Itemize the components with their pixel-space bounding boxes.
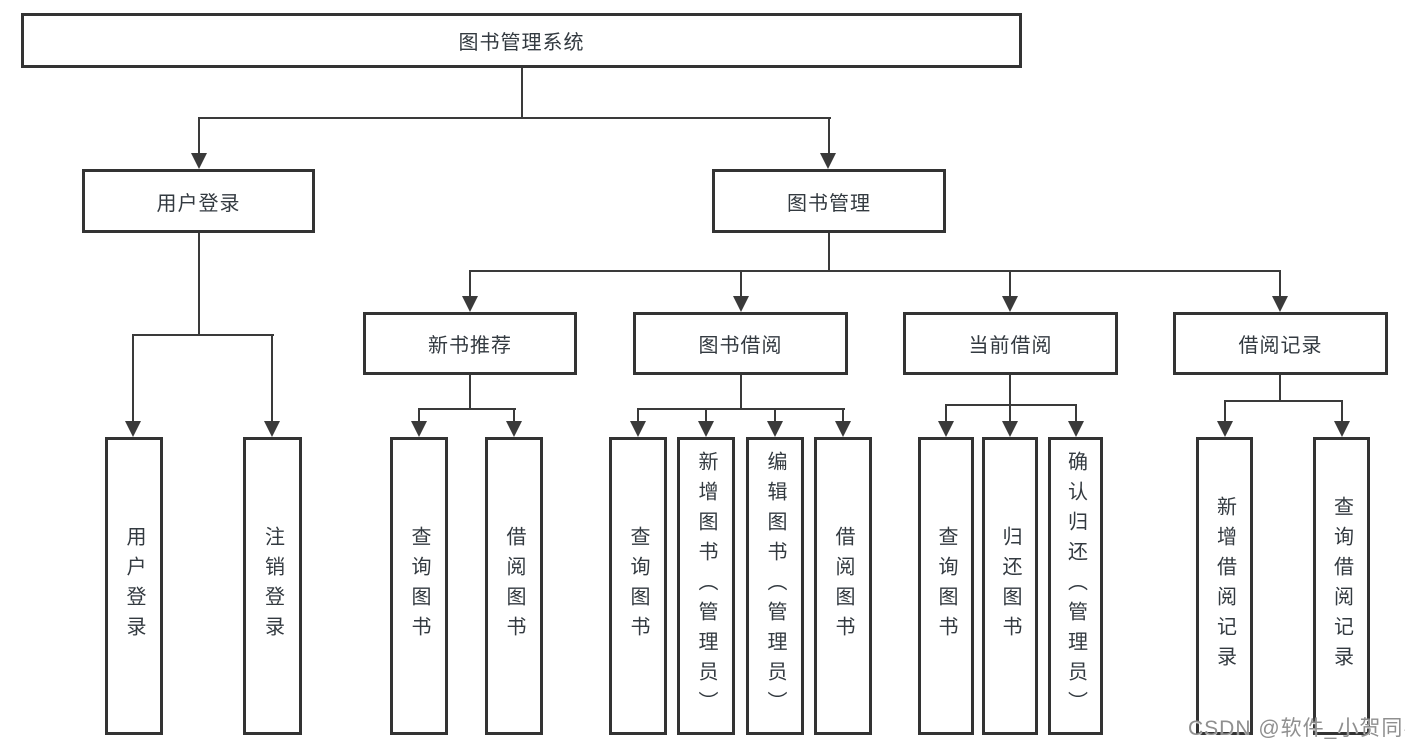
arrowhead-down-icon [462, 296, 478, 312]
node-current-borrow-label: 当前借阅 [968, 335, 1053, 357]
arrowhead-down-icon [820, 153, 836, 169]
leaf-borrow-book-1-label: 借阅图书 [503, 526, 525, 646]
connector-line [132, 334, 274, 336]
connector-line [132, 334, 134, 424]
connector-line [469, 270, 471, 299]
connector-line [469, 375, 471, 409]
arrowhead-down-icon [125, 421, 141, 437]
connector-line [198, 117, 831, 119]
connector-line [1224, 400, 1343, 402]
arrowhead-down-icon [767, 421, 783, 437]
connector-line [418, 408, 420, 424]
arrowhead-down-icon [264, 421, 280, 437]
leaf-return-book: 归还图书 [982, 437, 1038, 735]
leaf-query-book-1-label: 查询图书 [408, 526, 430, 646]
node-book-borrow: 图书借阅 [633, 312, 848, 375]
leaf-logout-label: 注销登录 [261, 526, 284, 646]
leaf-edit-book: 编辑图书（管理员） [746, 437, 804, 735]
arrowhead-down-icon [835, 421, 851, 437]
leaf-add-record: 新增借阅记录 [1196, 437, 1253, 735]
arrowhead-down-icon [938, 421, 954, 437]
node-user-login: 用户登录 [82, 169, 315, 233]
connector-line [1224, 400, 1226, 424]
leaf-edit-book-label: 编辑图书（管理员） [764, 451, 786, 721]
connector-line [198, 233, 200, 336]
arrowhead-down-icon [1334, 421, 1350, 437]
connector-line [705, 408, 707, 424]
csdn-watermark: CSDN @软件_小贺同学 [1188, 717, 1405, 740]
leaf-add-record-label: 新增借阅记录 [1213, 496, 1236, 676]
node-borrow-record-label: 借阅记录 [1238, 335, 1323, 357]
leaf-logout: 注销登录 [243, 437, 302, 735]
leaf-borrow-book-2: 借阅图书 [814, 437, 872, 735]
arrowhead-down-icon [506, 421, 522, 437]
connector-line [198, 117, 200, 161]
connector-line [1009, 375, 1011, 405]
connector-line [945, 404, 947, 424]
leaf-add-book: 新增图书（管理员） [677, 437, 735, 735]
node-new-book-rec-label: 新书推荐 [428, 335, 512, 357]
node-book-borrow-label: 图书借阅 [698, 335, 783, 357]
connector-line [740, 375, 742, 409]
arrowhead-down-icon [191, 153, 207, 169]
leaf-confirm-return: 确认归还（管理员） [1048, 437, 1103, 735]
node-root: 图书管理系统 [21, 13, 1022, 68]
node-current-borrow: 当前借阅 [903, 312, 1118, 375]
node-borrow-record: 借阅记录 [1173, 312, 1388, 375]
connector-line [1009, 404, 1011, 424]
node-book-mgmt: 图书管理 [712, 169, 946, 233]
node-root-label: 图书管理系统 [458, 32, 585, 54]
leaf-borrow-book-2-label: 借阅图书 [832, 526, 854, 646]
arrowhead-down-icon [1002, 421, 1018, 437]
leaf-query-record-label: 查询借阅记录 [1330, 496, 1353, 676]
leaf-confirm-return-label: 确认归还（管理员） [1064, 451, 1087, 721]
leaf-return-book-label: 归还图书 [999, 526, 1021, 646]
connector-line [469, 270, 1281, 272]
leaf-query-book-3-label: 查询图书 [935, 526, 957, 646]
arrowhead-down-icon [1068, 421, 1084, 437]
connector-line [1279, 375, 1281, 401]
connector-line [828, 233, 830, 272]
leaf-query-record: 查询借阅记录 [1313, 437, 1370, 735]
arrowhead-down-icon [1217, 421, 1233, 437]
connector-line [271, 334, 273, 424]
leaf-user-login-label: 用户登录 [123, 526, 145, 646]
connector-line [842, 408, 844, 424]
connector-line [418, 408, 516, 410]
arrowhead-down-icon [411, 421, 427, 437]
arrowhead-down-icon [698, 421, 714, 437]
connector-line [1009, 270, 1011, 299]
arrowhead-down-icon [1272, 296, 1288, 312]
leaf-user-login: 用户登录 [105, 437, 163, 735]
node-new-book-rec: 新书推荐 [363, 312, 577, 375]
connector-line [521, 68, 523, 118]
connector-line [513, 408, 515, 424]
arrowhead-down-icon [630, 421, 646, 437]
connector-line [637, 408, 845, 410]
connector-line [945, 404, 1077, 406]
connector-line [1279, 270, 1281, 299]
node-user-login-label: 用户登录 [156, 192, 241, 215]
arrowhead-down-icon [1002, 296, 1018, 312]
leaf-borrow-book-1: 借阅图书 [485, 437, 543, 735]
leaf-query-book-2: 查询图书 [609, 437, 667, 735]
leaf-add-book-label: 新增图书（管理员） [695, 451, 717, 721]
leaf-query-book-3: 查询图书 [918, 437, 974, 735]
connector-line [637, 408, 639, 424]
leaf-query-book-1: 查询图书 [390, 437, 448, 735]
connector-line [1075, 404, 1077, 424]
arrowhead-down-icon [733, 296, 749, 312]
connector-line [774, 408, 776, 424]
connector-line [740, 270, 742, 299]
connector-line [828, 117, 830, 161]
node-book-mgmt-label: 图书管理 [787, 192, 871, 215]
leaf-query-book-2-label: 查询图书 [627, 526, 649, 646]
connector-line [1341, 400, 1343, 424]
